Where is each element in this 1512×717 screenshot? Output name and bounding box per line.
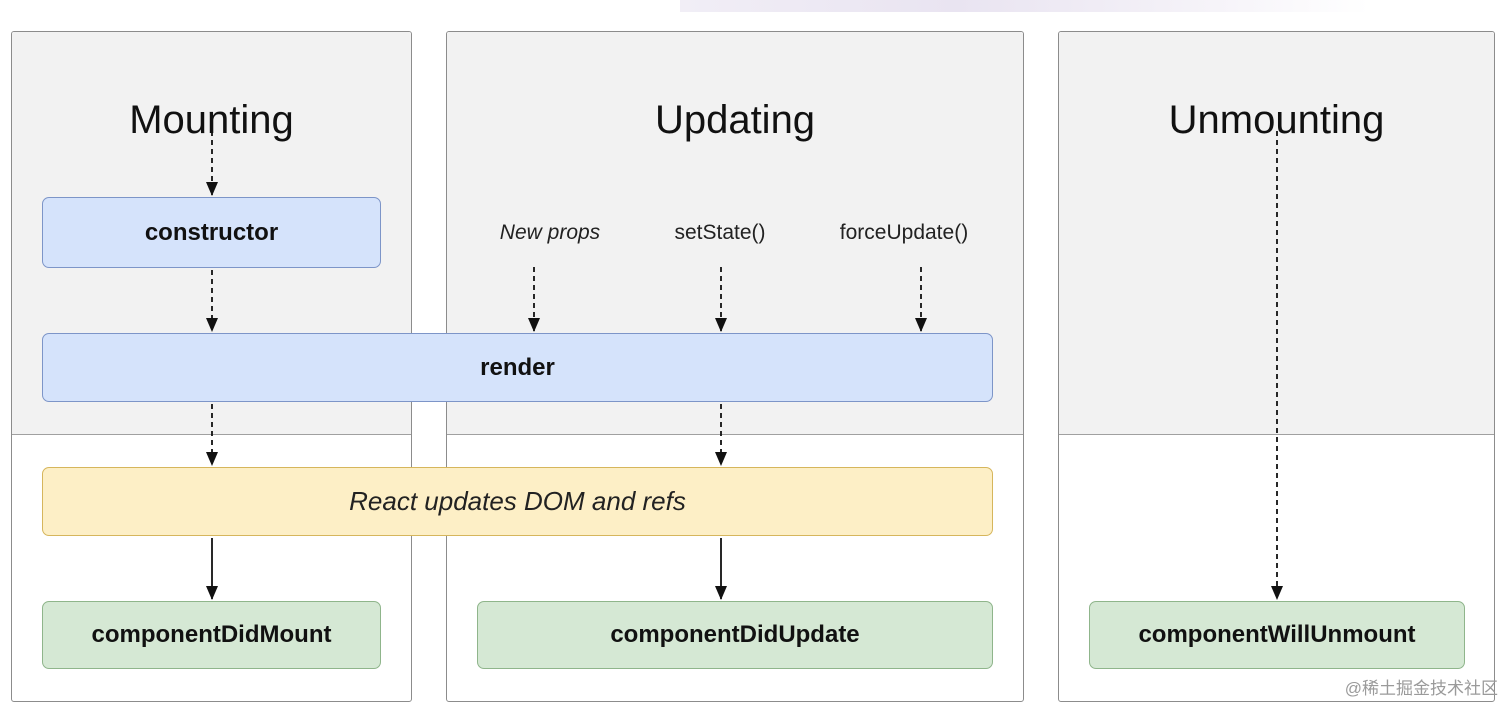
component-did-mount-box: componentDidMount xyxy=(42,601,381,669)
component-will-unmount-box: componentWillUnmount xyxy=(1089,601,1465,669)
constructor-box: constructor xyxy=(42,197,381,268)
react-updates-dom-box: React updates DOM and refs xyxy=(42,467,993,536)
top-decorative-strip xyxy=(680,0,1370,12)
set-state-label: setState() xyxy=(674,221,766,244)
render-box: render xyxy=(42,333,993,402)
new-props-label: New props xyxy=(499,221,601,244)
watermark: @稀土掘金技术社区 xyxy=(1344,679,1498,698)
component-did-update-box: componentDidUpdate xyxy=(477,601,993,669)
force-update-label: forceUpdate() xyxy=(839,221,969,244)
updating-title: Updating xyxy=(654,98,816,142)
